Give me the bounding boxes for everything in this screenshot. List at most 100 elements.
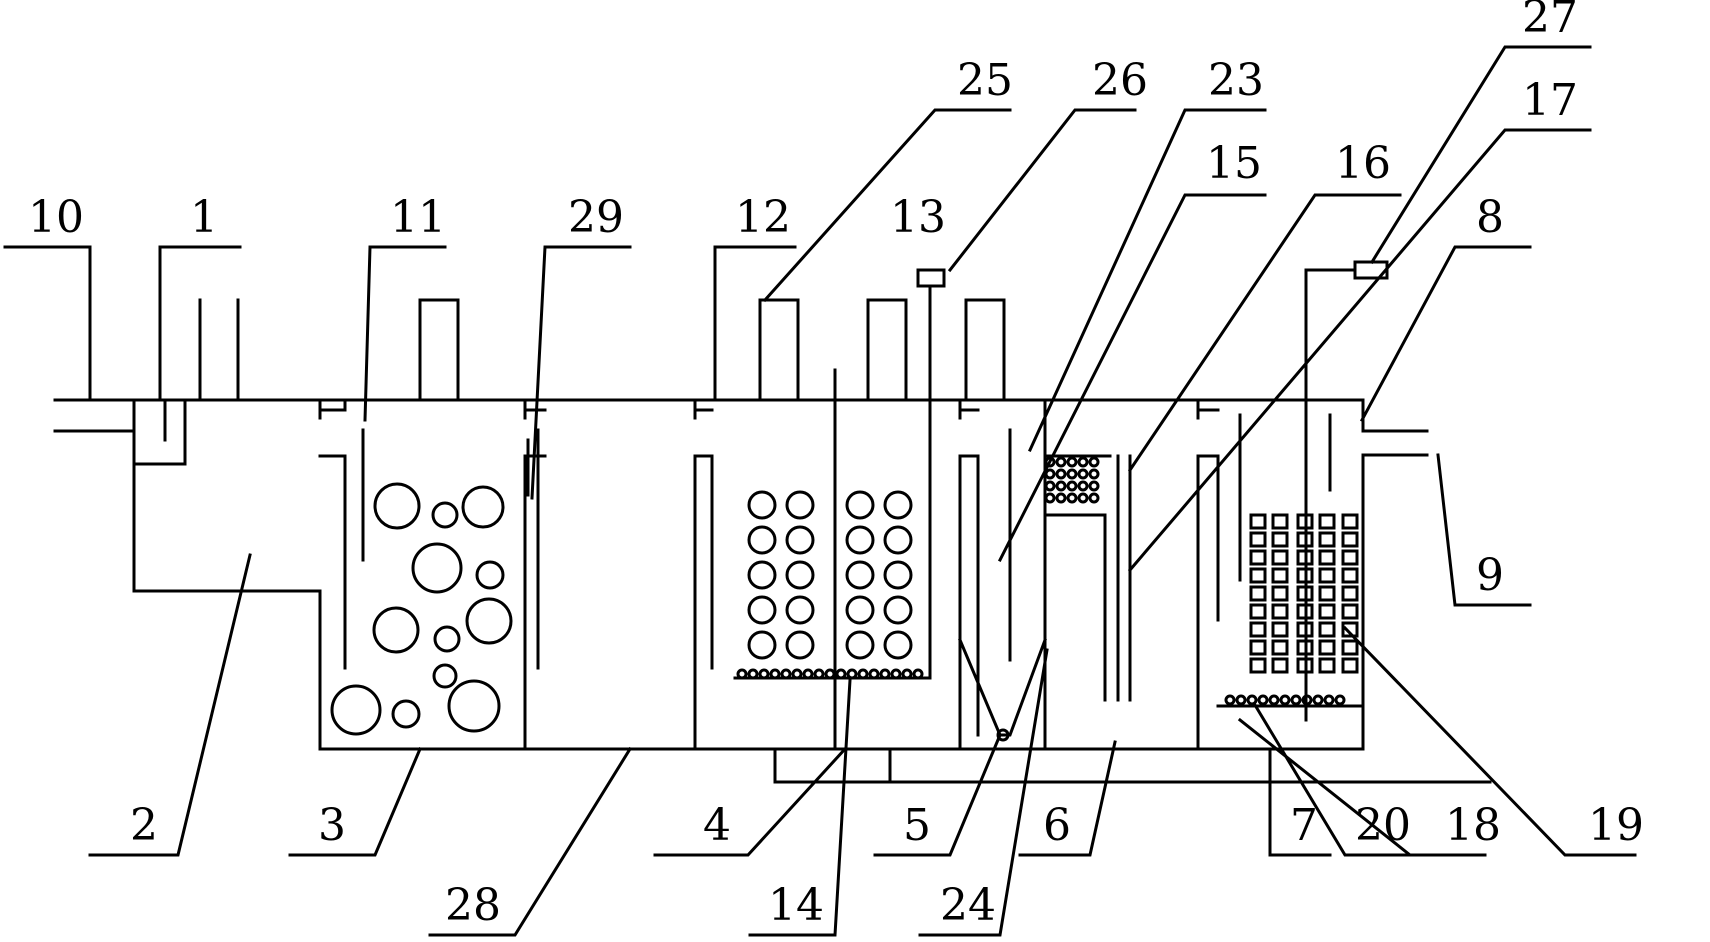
aerator-bubble-icon [835,668,847,680]
carrier-ball-icon [845,560,875,590]
label-14: 14 [768,880,824,931]
media-block-icon [1296,657,1314,674]
chamber-7 [1216,260,1389,722]
aerator-bubble-icon [802,668,814,680]
chamber-6 [1043,454,1132,702]
media-block-icon [1249,567,1267,584]
carrier-ball-icon [883,630,913,660]
media-ball-icon [1088,456,1100,468]
label-13: 13 [890,192,946,243]
media-block-icon [1341,531,1359,548]
aerator-bubble-icon [736,668,748,680]
aerator-bubble-icon [758,668,770,680]
media-block-icon [1271,621,1289,638]
label-20: 20 [1355,800,1411,851]
aerator-bubble-icon [879,668,891,680]
label-24: 24 [940,880,996,931]
media-block-icon [1271,603,1289,620]
media-block-icon [1318,639,1336,656]
media-block-icon [1271,549,1289,566]
aerator-bubble-icon [824,668,836,680]
carrier-ball-icon [845,490,875,520]
media-block-icon [1296,585,1314,602]
tank-outline [53,398,1429,751]
media-block-icon [1318,513,1336,530]
aerator-bubble-icon [901,668,913,680]
label-8: 8 [1476,192,1504,243]
media-block-icon [1296,549,1314,566]
label-27: 27 [1522,0,1578,43]
media-block-icon [1318,621,1336,638]
carrier-ball-icon [883,560,913,590]
media-block-icon [1341,585,1359,602]
label-29: 29 [568,192,624,243]
media-ball-icon [1088,480,1100,492]
aerator-bubble-icon [1257,694,1269,706]
label-18: 18 [1445,800,1501,851]
media-block-icon [1271,513,1289,530]
label-6: 6 [1043,800,1071,851]
aerator-bubble-icon [1312,694,1324,706]
carrier-ball-icon [785,630,815,660]
media-ball-icon [1055,492,1067,504]
media-ball-icon [1055,456,1067,468]
media-block-icon [1341,639,1359,656]
carrier-ball-icon [785,525,815,555]
aerator-bubble-icon [791,668,803,680]
label-9: 9 [1476,550,1504,601]
carrier-ball-icon [845,630,875,660]
label-19: 19 [1588,800,1644,851]
valve-26-icon [916,268,946,288]
aerator-bubble-icon [868,668,880,680]
carrier-ball-icon [785,560,815,590]
media-block-icon [1318,531,1336,548]
media-ball-icon [1044,480,1056,492]
aerator-bubble-icon [912,668,924,680]
media-block-icon [1296,513,1314,530]
media-block-icon [1271,657,1289,674]
media-ball-icon [1077,468,1089,480]
carrier-ball-icon [845,595,875,625]
media-block-icon [1318,549,1336,566]
media-ball-icon [1066,480,1078,492]
media-block-icon [1296,621,1314,638]
media-ball-icon [1044,456,1056,468]
media-ball-icon [1066,468,1078,480]
media-block-icon [1296,603,1314,620]
media-block-icon [1341,549,1359,566]
media-ball-icon [1055,480,1067,492]
carrier-ball-icon [785,490,815,520]
label-17: 17 [1522,75,1578,126]
media-block-icon [1249,513,1267,530]
media-block-icon [1296,567,1314,584]
aerator-bubble-icon [1224,694,1236,706]
media-ball-icon [1044,468,1056,480]
label-25: 25 [957,55,1013,106]
aerator-bubble-icon [1268,694,1280,706]
label-23: 23 [1208,55,1264,106]
media-block-icon [1271,639,1289,656]
media-block-icon [1318,585,1336,602]
label-4: 4 [703,800,731,851]
media-block-icon [1341,621,1359,638]
carrier-ball-icon [785,595,815,625]
aerator-bubble-icon [890,668,902,680]
aerator-bubble-icon [1301,694,1313,706]
media-block-icon [1249,639,1267,656]
aerator-bubble-icon [769,668,781,680]
label-3: 3 [318,800,346,851]
label-28: 28 [445,880,501,931]
media-block-icon [1318,567,1336,584]
chamber-5-settler [958,428,1047,742]
label-5: 5 [903,800,931,851]
media-block-icon [1341,603,1359,620]
carrier-ball-icon [747,525,777,555]
label-11: 11 [390,192,446,243]
media-block-icon [1296,639,1314,656]
aerator-bubble-icon [846,668,858,680]
label-7: 7 [1290,800,1318,851]
label-2: 2 [130,800,158,851]
media-block-icon [1249,531,1267,548]
media-block-icon [1341,567,1359,584]
aerator-bubble-icon [1235,694,1247,706]
